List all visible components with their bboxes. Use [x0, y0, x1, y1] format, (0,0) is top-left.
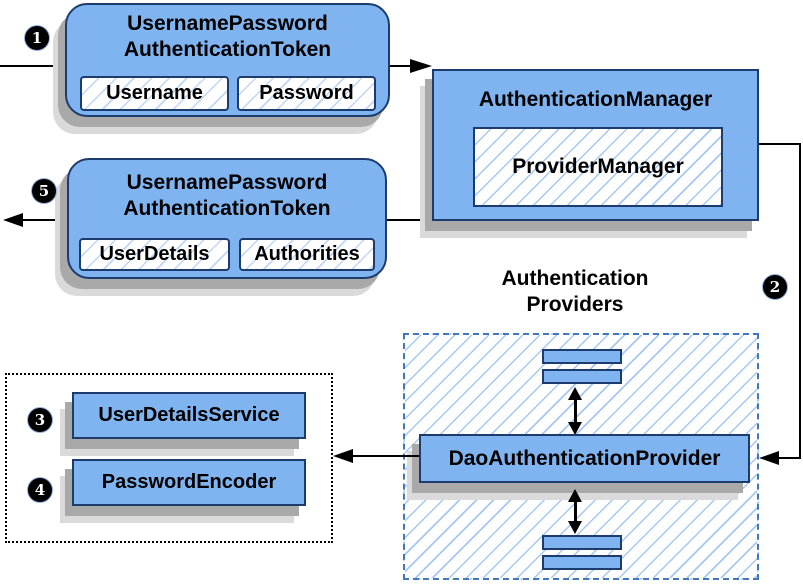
step-4-badge: 4: [28, 478, 52, 502]
provider-manager-box: ProviderManager: [473, 127, 723, 207]
arrow-left-icon: [759, 451, 779, 465]
provider-placeholder-bar: [542, 535, 622, 550]
connector-request-out-line: [390, 65, 412, 67]
request-token-title-line2: AuthenticationToken: [123, 38, 332, 61]
password-field-box: Password: [237, 76, 376, 111]
authentication-manager-box: AuthenticationManager ProviderManager: [432, 69, 759, 221]
userdetails-field-box: UserDetails: [79, 238, 230, 271]
step-1-badge: 1: [25, 26, 49, 50]
arrow-up-icon: [568, 387, 582, 400]
provider-placeholder-bar: [542, 349, 622, 364]
username-field-box: Username: [80, 76, 229, 111]
authentication-manager-title: AuthenticationManager: [478, 88, 713, 111]
connector-manager-to-provider-vertical: [799, 143, 801, 459]
providers-heading-line1: Authentication: [501, 267, 649, 290]
providers-heading-line2: Providers: [526, 293, 624, 316]
connector-request-in-line: [0, 65, 65, 67]
provider-placeholder-bar: [542, 555, 622, 570]
step-3-badge: 3: [28, 408, 52, 432]
provider-placeholder-bar: [542, 369, 622, 384]
arrow-up-icon: [568, 489, 582, 502]
connector-response-mid-line: [387, 219, 432, 221]
connector-manager-to-provider-bottom: [779, 457, 801, 459]
double-arrow-icon: [568, 489, 582, 534]
response-token-title-line1: UsernamePassword: [126, 171, 328, 194]
dao-authentication-provider-box: DaoAuthenticationProvider: [419, 434, 750, 483]
arrow-shaft: [573, 397, 577, 425]
connector-manager-to-provider-top: [757, 143, 801, 145]
request-token-title-line1: UsernamePassword: [127, 12, 328, 35]
password-encoder-box: PasswordEncoder: [72, 459, 306, 506]
response-token-box: UsernamePassword AuthenticationToken Use…: [67, 158, 387, 279]
providers-heading: Authentication Providers: [450, 266, 700, 318]
arrow-left-icon: [3, 213, 23, 227]
services-container: [5, 373, 333, 543]
connector-response-out-line: [23, 219, 67, 221]
step-2-badge: 2: [763, 275, 787, 299]
authorities-field-box: Authorities: [239, 238, 375, 271]
arrow-down-icon: [568, 521, 582, 534]
arrow-down-icon: [568, 422, 582, 435]
request-token-box: UsernamePassword AuthenticationToken Use…: [65, 3, 390, 117]
response-token-title-line2: AuthenticationToken: [123, 197, 331, 220]
arrow-right-icon: [410, 59, 432, 73]
user-details-service-box: UserDetailsService: [72, 392, 306, 439]
step-5-badge: 5: [32, 179, 56, 203]
arrow-left-icon: [333, 449, 353, 463]
arrow-shaft: [573, 499, 577, 524]
connector-provider-to-services-line: [353, 455, 419, 457]
double-arrow-icon: [568, 387, 582, 435]
